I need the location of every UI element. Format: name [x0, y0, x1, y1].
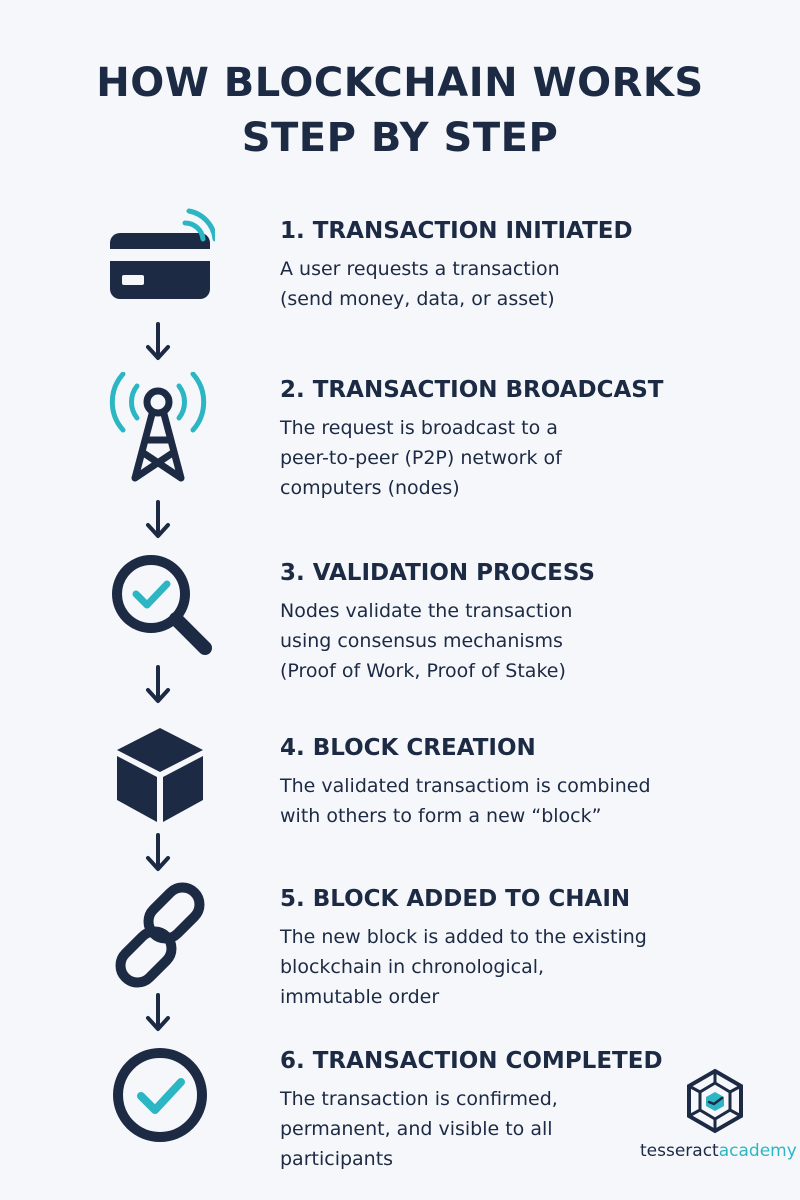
- title-line-2: STEP BY STEP: [241, 115, 559, 161]
- arrow-down-icon: [143, 322, 173, 362]
- brand-logo: tesseractacademy: [640, 1068, 797, 1178]
- step-description: The transaction is confirmed, permanent,…: [280, 1084, 750, 1174]
- arrow-down-icon: [143, 500, 173, 540]
- step-desc-line: immutable order: [280, 986, 440, 1008]
- magnifier-check-icon: [105, 548, 215, 658]
- step-description: A user requests a transaction (send mone…: [280, 254, 750, 314]
- brand-name-part-2: academy: [718, 1141, 797, 1161]
- chain-link-icon: [105, 880, 215, 990]
- cube-icon: [105, 718, 215, 828]
- step-description: The validated transactiom is combined wi…: [280, 771, 750, 831]
- step-desc-line: peer-to-peer (P2P) network of: [280, 447, 562, 469]
- arrow-down-icon: [143, 993, 173, 1033]
- step-desc-line: Nodes validate the transaction: [280, 600, 573, 622]
- step-heading: 3. VALIDATION PROCESS: [280, 560, 595, 586]
- step-6: 6. TRANSACTION COMPLETED The transaction…: [280, 1046, 750, 1174]
- brand-name-part-1: tesseract: [640, 1141, 719, 1161]
- step-2: 2. TRANSACTION BROADCAST The request is …: [280, 375, 750, 503]
- step-desc-line: The transaction is confirmed,: [280, 1088, 558, 1110]
- broadcast-tower-icon: [103, 372, 213, 482]
- step-desc-line: The new block is added to the existing: [280, 926, 647, 948]
- step-heading: 6. TRANSACTION COMPLETED: [280, 1048, 663, 1074]
- arrow-down-icon: [143, 833, 173, 873]
- step-desc-line: computers (nodes): [280, 477, 460, 499]
- step-desc-line: participants: [280, 1148, 394, 1170]
- step-3: 3. VALIDATION PROCESS Nodes validate the…: [280, 558, 750, 686]
- credit-card-icon: [105, 205, 215, 315]
- step-1: 1. TRANSACTION INITIATED A user requests…: [280, 216, 750, 314]
- title-line-1: HOW BLOCKCHAIN WORKS: [96, 60, 704, 106]
- step-desc-line: permanent, and visible to all: [280, 1118, 553, 1140]
- step-description: The new block is added to the existing b…: [280, 922, 750, 1012]
- step-heading: 5. BLOCK ADDED TO CHAIN: [280, 886, 631, 912]
- step-desc-line: with others to form a new “block”: [280, 805, 602, 827]
- step-heading: 4. BLOCK CREATION: [280, 735, 536, 761]
- check-circle-icon: [105, 1040, 215, 1150]
- step-5: 5. BLOCK ADDED TO CHAIN The new block is…: [280, 884, 750, 1012]
- tesseract-logo-icon: [687, 1068, 743, 1134]
- arrow-down-icon: [143, 665, 173, 705]
- step-desc-line: using consensus mechanisms: [280, 630, 563, 652]
- step-4: 4. BLOCK CREATION The validated transact…: [280, 733, 750, 831]
- step-desc-line: (Proof of Work, Proof of Stake): [280, 660, 566, 682]
- step-description: Nodes validate the transaction using con…: [280, 596, 750, 686]
- step-heading: 2. TRANSACTION BROADCAST: [280, 377, 664, 403]
- step-description: The request is broadcast to a peer-to-pe…: [280, 413, 750, 503]
- step-heading: 1. TRANSACTION INITIATED: [280, 218, 633, 244]
- step-desc-line: The validated transactiom is combined: [280, 775, 651, 797]
- step-desc-line: blockchain in chronological,: [280, 956, 545, 978]
- page-title: HOW BLOCKCHAIN WORKS STEP BY STEP: [0, 56, 800, 166]
- step-desc-line: The request is broadcast to a: [280, 417, 558, 439]
- brand-name: tesseractacademy: [640, 1140, 797, 1162]
- step-desc-line: (send money, data, or asset): [280, 288, 555, 310]
- step-desc-line: A user requests a transaction: [280, 258, 560, 280]
